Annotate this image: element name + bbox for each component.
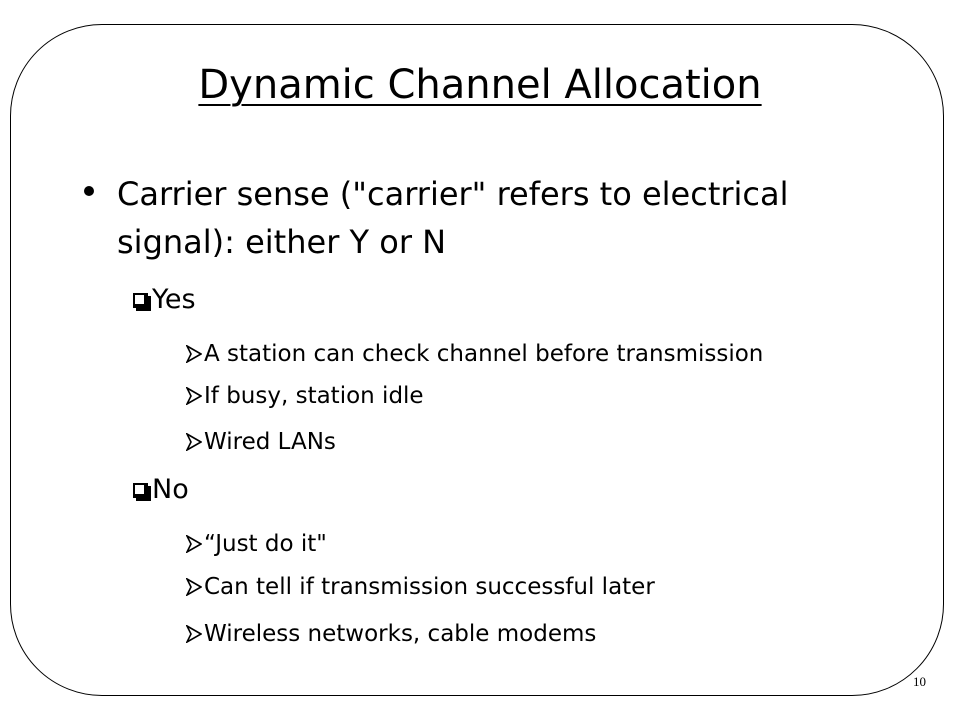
arrow-bullet-icon xyxy=(186,433,202,451)
section-yes: Yes xyxy=(133,284,196,316)
slide-title: Dynamic Channel Allocation xyxy=(198,62,762,108)
round-bullet-icon xyxy=(84,186,94,196)
page-number: 10 xyxy=(913,674,926,689)
arrow-bullet-icon xyxy=(186,578,202,596)
sub-item-text: Wireless networks, cable modems xyxy=(204,621,597,647)
arrow-bullet-icon xyxy=(186,387,202,405)
section-no: No xyxy=(133,474,189,506)
sub-item: “Just do it" xyxy=(186,530,327,558)
sub-item-text: Wired LANs xyxy=(204,429,336,455)
slide-frame xyxy=(10,24,944,696)
main-bullet-text: Carrier sense ("carrier" refers to elect… xyxy=(117,175,789,261)
sub-item: Wired LANs xyxy=(186,428,336,456)
sub-item-text: A station can check channel before trans… xyxy=(204,341,764,367)
section-label: No xyxy=(152,474,189,505)
sub-item: Wireless networks, cable modems xyxy=(186,620,596,648)
section-label: Yes xyxy=(152,284,196,315)
arrow-bullet-icon xyxy=(186,625,202,643)
sub-item-text: “Just do it" xyxy=(204,531,327,557)
sub-item-text: If busy, station idle xyxy=(204,383,424,409)
box-bullet-icon xyxy=(133,292,148,308)
sub-item-text: Can tell if transmission successful late… xyxy=(204,574,655,600)
sub-item: If busy, station idle xyxy=(186,382,424,410)
sub-item: A station can check channel before trans… xyxy=(186,340,763,368)
box-bullet-icon xyxy=(133,482,148,498)
arrow-bullet-icon xyxy=(186,535,202,553)
arrow-bullet-icon xyxy=(186,345,202,363)
sub-item: Can tell if transmission successful late… xyxy=(186,573,655,601)
